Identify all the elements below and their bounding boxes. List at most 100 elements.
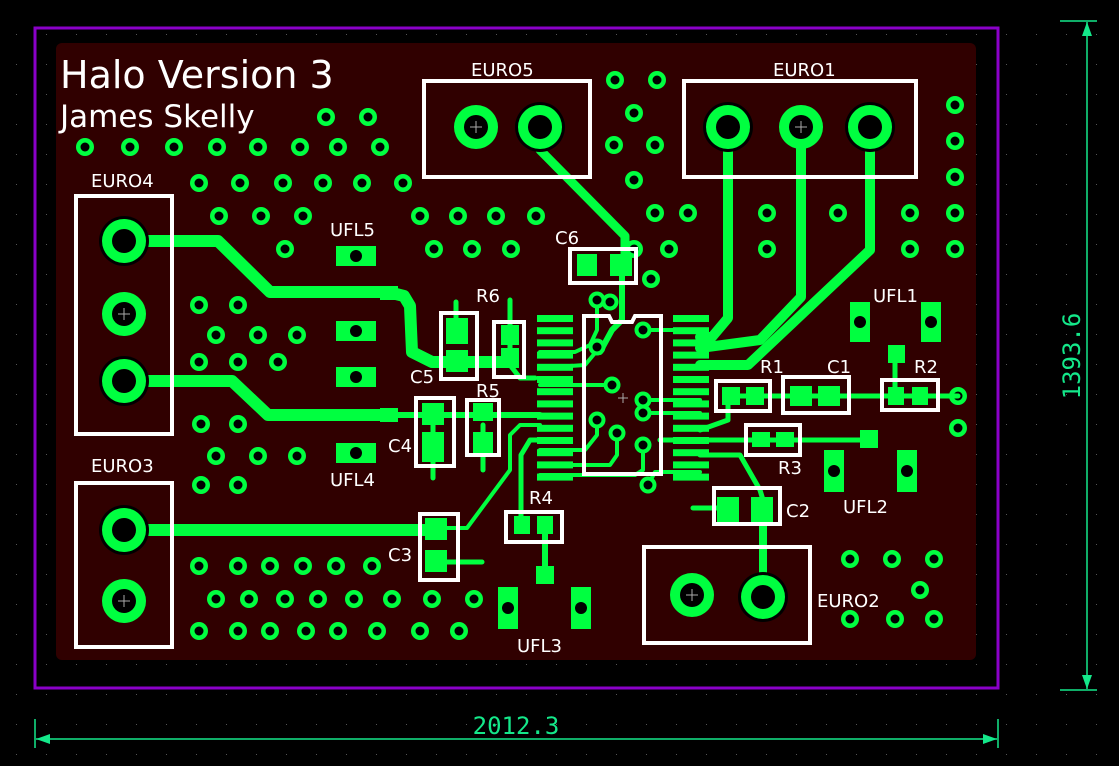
- smd-pad[interactable]: [790, 386, 812, 406]
- smd-pad[interactable]: [717, 497, 739, 523]
- grid-dot: [796, 694, 797, 695]
- via-hole: [953, 423, 963, 433]
- copper-trace: [597, 262, 625, 355]
- via-hole: [398, 178, 408, 188]
- grid-dot: [196, 754, 197, 755]
- grid-dot: [1036, 634, 1037, 635]
- grid-dot: [46, 94, 47, 95]
- label-c6: C6: [555, 228, 579, 249]
- grid-dot: [916, 754, 917, 755]
- smd-pad[interactable]: [751, 497, 773, 523]
- smd-pad[interactable]: [536, 566, 554, 584]
- grid-dot: [16, 604, 17, 605]
- grid-dot: [1096, 334, 1097, 335]
- terminal-hole: [858, 115, 882, 139]
- grid-dot: [1036, 124, 1037, 125]
- board-outline[interactable]: [33, 26, 1000, 690]
- ic-pin-left: [537, 376, 573, 383]
- smd-pad[interactable]: [537, 516, 553, 534]
- r4-outline: [504, 510, 564, 544]
- smd-pad[interactable]: [888, 345, 905, 363]
- via-hole: [845, 554, 855, 564]
- label-r5: R5: [476, 381, 500, 402]
- grid-dot: [976, 184, 977, 185]
- grid-dot: [406, 664, 407, 665]
- via-hole: [233, 561, 243, 571]
- grid-dot: [886, 34, 887, 35]
- via-hole: [292, 330, 302, 340]
- smd-pad[interactable]: [776, 432, 794, 447]
- smd-pad[interactable]: [380, 408, 398, 422]
- grid-dot: [616, 694, 617, 695]
- grid-dot: [676, 754, 677, 755]
- ic-via-hole: [612, 428, 622, 438]
- smd-pad[interactable]: [722, 387, 740, 405]
- label-c5: C5: [410, 367, 434, 388]
- ic-pin-right: [673, 473, 709, 481]
- via-hole: [664, 244, 674, 254]
- smd-pad[interactable]: [473, 403, 493, 421]
- smd-pad[interactable]: [746, 387, 764, 405]
- via-hole: [950, 244, 960, 254]
- label-c3: C3: [388, 545, 412, 566]
- ufl-hole: [350, 447, 362, 459]
- smd-pad[interactable]: [860, 430, 878, 448]
- grid-dot: [406, 724, 407, 725]
- grid-dot: [1006, 34, 1007, 35]
- ic-pin-left: [537, 388, 573, 396]
- grid-dot: [16, 454, 17, 455]
- label-c1: C1: [827, 357, 851, 378]
- grid-dot: [1006, 514, 1007, 515]
- grid-dot: [1066, 274, 1067, 275]
- grid-dot: [436, 694, 437, 695]
- smd-pad[interactable]: [501, 325, 519, 345]
- via-hole: [646, 274, 656, 284]
- grid-dot: [286, 754, 287, 755]
- smd-pad[interactable]: [425, 518, 447, 540]
- c5-outline: [439, 311, 479, 381]
- via-hole: [629, 108, 639, 118]
- smd-pad[interactable]: [514, 516, 530, 534]
- grid-dot: [1036, 484, 1037, 485]
- grid-dot: [646, 694, 647, 695]
- grid-dot: [916, 34, 917, 35]
- smd-pad[interactable]: [425, 550, 447, 572]
- grid-dot: [1066, 754, 1067, 755]
- height-dimension[interactable]: 1393.6: [1058, 20, 1097, 691]
- smd-pad[interactable]: [752, 432, 770, 447]
- ic-pin-left: [537, 424, 573, 432]
- grid-dot: [1066, 544, 1067, 545]
- smd-pad[interactable]: [577, 254, 597, 276]
- smd-pad[interactable]: [473, 432, 493, 456]
- width-dimension[interactable]: 2012.3: [34, 712, 999, 748]
- via-hole: [915, 585, 925, 595]
- smd-pad[interactable]: [422, 403, 444, 425]
- smd-pad[interactable]: [380, 286, 398, 300]
- ic-via-hole: [638, 395, 648, 405]
- smd-pad[interactable]: [912, 387, 928, 405]
- smd-pad[interactable]: [422, 432, 444, 462]
- grid-dot: [526, 664, 527, 665]
- smd-pad[interactable]: [610, 254, 632, 276]
- smd-pad[interactable]: [446, 318, 468, 344]
- grid-dot: [76, 664, 77, 665]
- via-hole: [253, 451, 263, 461]
- ic-via-hole: [638, 325, 648, 335]
- ic-pin-right: [673, 376, 709, 383]
- ic-via-hole: [643, 480, 653, 490]
- grid-dot: [796, 34, 797, 35]
- grid-dot: [706, 694, 707, 695]
- grid-dot: [436, 34, 437, 35]
- via-hole: [887, 554, 897, 564]
- via-hole: [194, 357, 204, 367]
- smd-pad[interactable]: [501, 348, 519, 368]
- euro3-outline: [74, 481, 174, 649]
- smd-pad[interactable]: [888, 387, 904, 405]
- pad-layer: [99, 102, 941, 629]
- grid-dot: [886, 754, 887, 755]
- grid-dot: [1066, 604, 1067, 605]
- smd-pad[interactable]: [446, 350, 468, 372]
- grid-dot: [586, 694, 587, 695]
- smd-pad[interactable]: [818, 386, 840, 406]
- label-c4: C4: [388, 436, 412, 457]
